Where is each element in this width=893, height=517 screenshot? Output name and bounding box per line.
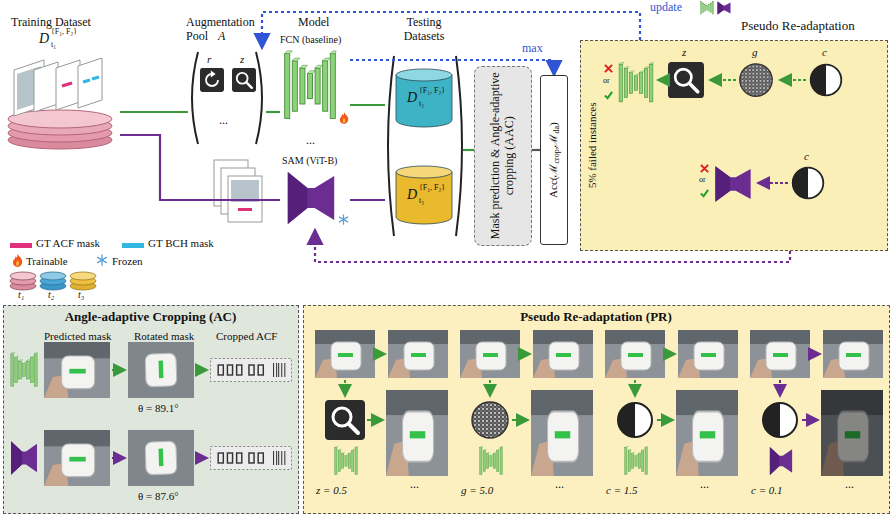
pool-symbol: A — [218, 30, 225, 44]
free-label: ... — [410, 478, 419, 492]
free-label: r — [207, 53, 211, 66]
testing-heading: Testing Datasets — [385, 16, 463, 44]
pseudo-readaptation-panel: Pseudo Re-adaptation5% failed instances — [580, 40, 888, 251]
connector — [463, 149, 474, 151]
free-label: z — [682, 46, 686, 59]
cylinder-shape — [395, 68, 453, 128]
dataset-superscript: {F₁, F₂} — [419, 86, 445, 95]
panel-title: Pseudo Re-adaptation (PR) — [304, 310, 888, 325]
panel-heading: Pseudo Re-adaptation — [741, 19, 855, 34]
panel-title: Angle-adaptive Cropping (AC) — [4, 310, 297, 325]
connector — [266, 111, 280, 113]
angle-value: θ = 89.1° — [138, 402, 179, 415]
dataset-superscript: {F₁, F₂} — [419, 183, 445, 192]
edge-label: update — [648, 1, 684, 15]
column-label: Predicted mask — [44, 330, 112, 343]
dataset-symbol: D — [407, 187, 417, 203]
dataset-symbol: D — [407, 90, 417, 106]
free-label: c — [804, 150, 809, 163]
legend-text: GT ACF mask — [36, 237, 100, 250]
model-name: SAM (ViT-B) — [282, 155, 337, 167]
legend-text: Frozen — [112, 255, 143, 268]
pr-panel: Pseudo Re-adaptation (PR) z = 0.5 g = 5.0 c… — [303, 305, 890, 514]
free-label: z — [240, 53, 244, 66]
dataset-subscript: t₁ — [51, 40, 56, 49]
free-label: t₂ — [48, 289, 54, 301]
connector — [120, 111, 188, 113]
cylinder-top — [396, 166, 452, 178]
free-label: g — [752, 46, 758, 59]
accuracy-box: Acc(ℳcrop,ℳda) — [540, 75, 568, 245]
model-name: FCN (baseline) — [280, 34, 341, 46]
free-label: or — [699, 175, 706, 184]
fcn-model: FCN (baseline) — [280, 34, 350, 130]
formula-subscript: da — [552, 126, 561, 134]
free-label: t₁ — [18, 289, 24, 301]
connector — [532, 149, 540, 151]
sam-model: SAM (ViT-B) — [280, 155, 350, 230]
parameter-value: c = 1.5 — [606, 484, 638, 497]
dataset-symbol: D — [39, 31, 49, 47]
augmentation-pool: Augmentation PoolA — [188, 48, 266, 148]
rotated-formula: Acc(ℳcrop,ℳda) — [547, 122, 561, 198]
connector — [262, 12, 640, 48]
cylinder-shape — [395, 165, 453, 225]
free-label: t₃ — [78, 289, 84, 301]
formula-part: ) — [547, 122, 559, 126]
cylinder-body — [396, 75, 452, 127]
column-label: Cropped ACF — [216, 330, 277, 343]
free-label: ... — [555, 478, 564, 492]
formula-part: ,ℳ — [547, 134, 559, 150]
column-label: Rotated mask — [134, 330, 194, 343]
free-label: c — [822, 46, 827, 59]
free-label: or — [603, 76, 610, 85]
dataset-cylinder: D{F₁, F₂} t₃ — [395, 165, 453, 225]
parameter-value: g = 5.0 — [461, 484, 493, 497]
connector — [350, 199, 385, 201]
parameter-value: z = 0.5 — [316, 484, 347, 497]
formula-subscript: crop — [552, 149, 561, 163]
dataset-subscript: t₂ — [419, 99, 424, 108]
edge-label: max — [520, 42, 545, 56]
ac-panel: Angle-adaptive Cropping (AC) Predicted ma… — [3, 305, 299, 514]
legend-text: GT BCH mask — [148, 237, 214, 250]
free-label: ... — [845, 478, 854, 492]
cylinder-body — [396, 172, 452, 224]
formula-part: Acc(ℳ — [547, 164, 559, 198]
free-label: ... — [219, 114, 228, 128]
dataset-subscript: t₃ — [419, 196, 424, 205]
parameter-value: c = 0.1 — [751, 484, 783, 497]
cylinder-top — [396, 69, 452, 81]
legend-swatch — [122, 243, 144, 248]
vertical-note: 5% failed instances — [586, 55, 599, 235]
dataset-stack-art — [8, 58, 112, 149]
free-label: ... — [700, 478, 709, 492]
angle-value: θ = 87.6° — [138, 490, 179, 503]
free-label: Model — [298, 16, 329, 30]
dataset-cylinder: D{F₁, F₂} t₂ — [395, 68, 453, 128]
legend-swatch — [10, 243, 32, 248]
aac-box: Mask prediction & Angle-adaptive croppin… — [474, 66, 532, 246]
dataset-heading: Training Dataset — [11, 16, 91, 30]
legend-text: Trainable — [26, 255, 68, 268]
aac-text: Mask prediction & Angle-adaptive croppin… — [489, 72, 517, 240]
connector — [350, 104, 385, 106]
dataset-stack: Training DatasetD{F₁, F₂}t₁ — [5, 48, 120, 148]
free-label: ... — [306, 134, 315, 148]
connector — [120, 135, 280, 200]
dataset-superscript: {F₁, F₂} — [51, 27, 77, 36]
testing-datasets: Testing DatasetsD{F₁, F₂}t₂D{F₁, F₂}t₃ — [385, 50, 463, 240]
